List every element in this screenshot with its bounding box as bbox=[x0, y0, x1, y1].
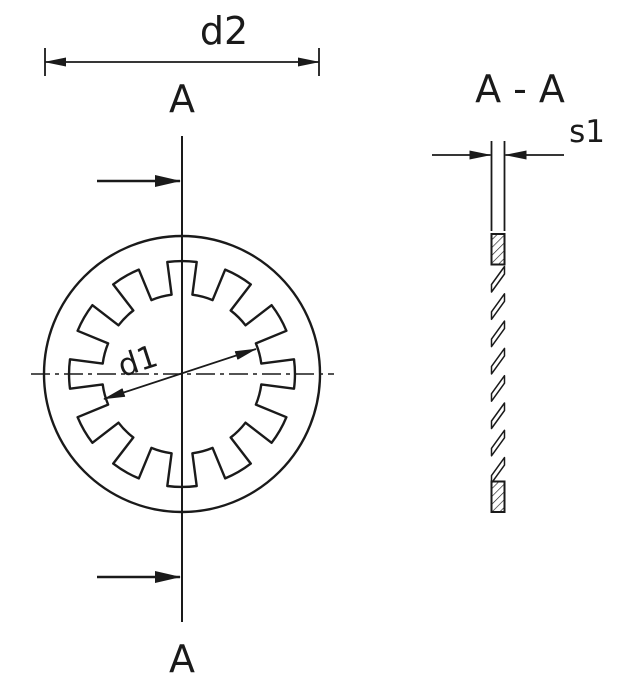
serration-tooth bbox=[490, 374, 506, 402]
d1-dimension: d1 bbox=[103, 338, 257, 400]
washer-inner-teeth-profile bbox=[67, 259, 297, 489]
serration-tooth bbox=[490, 456, 506, 484]
section-view-title: A - A bbox=[475, 67, 565, 111]
serration-tooth bbox=[490, 265, 506, 293]
serrated-teeth-section bbox=[490, 265, 506, 484]
d1-label: d1 bbox=[114, 338, 163, 384]
d2-dimension: d2 bbox=[44, 9, 320, 76]
section-label-bottom: A bbox=[169, 637, 195, 681]
serration-tooth bbox=[490, 402, 506, 430]
front-view: d2 A A d1 bbox=[31, 9, 334, 681]
section-label-top: A bbox=[169, 77, 195, 121]
section-view: A - A s1 bbox=[432, 67, 605, 513]
s1-label: s1 bbox=[569, 114, 605, 150]
serration-tooth bbox=[490, 429, 506, 457]
section-rim-top-hatched bbox=[490, 233, 506, 266]
serration-tooth bbox=[490, 320, 506, 348]
serration-tooth bbox=[490, 347, 506, 375]
s1-dimension bbox=[432, 141, 564, 231]
d1-dimension-line bbox=[103, 348, 257, 400]
serration-tooth bbox=[490, 293, 506, 321]
d2-label: d2 bbox=[200, 9, 248, 53]
section-rim-bottom-hatched bbox=[490, 480, 506, 513]
